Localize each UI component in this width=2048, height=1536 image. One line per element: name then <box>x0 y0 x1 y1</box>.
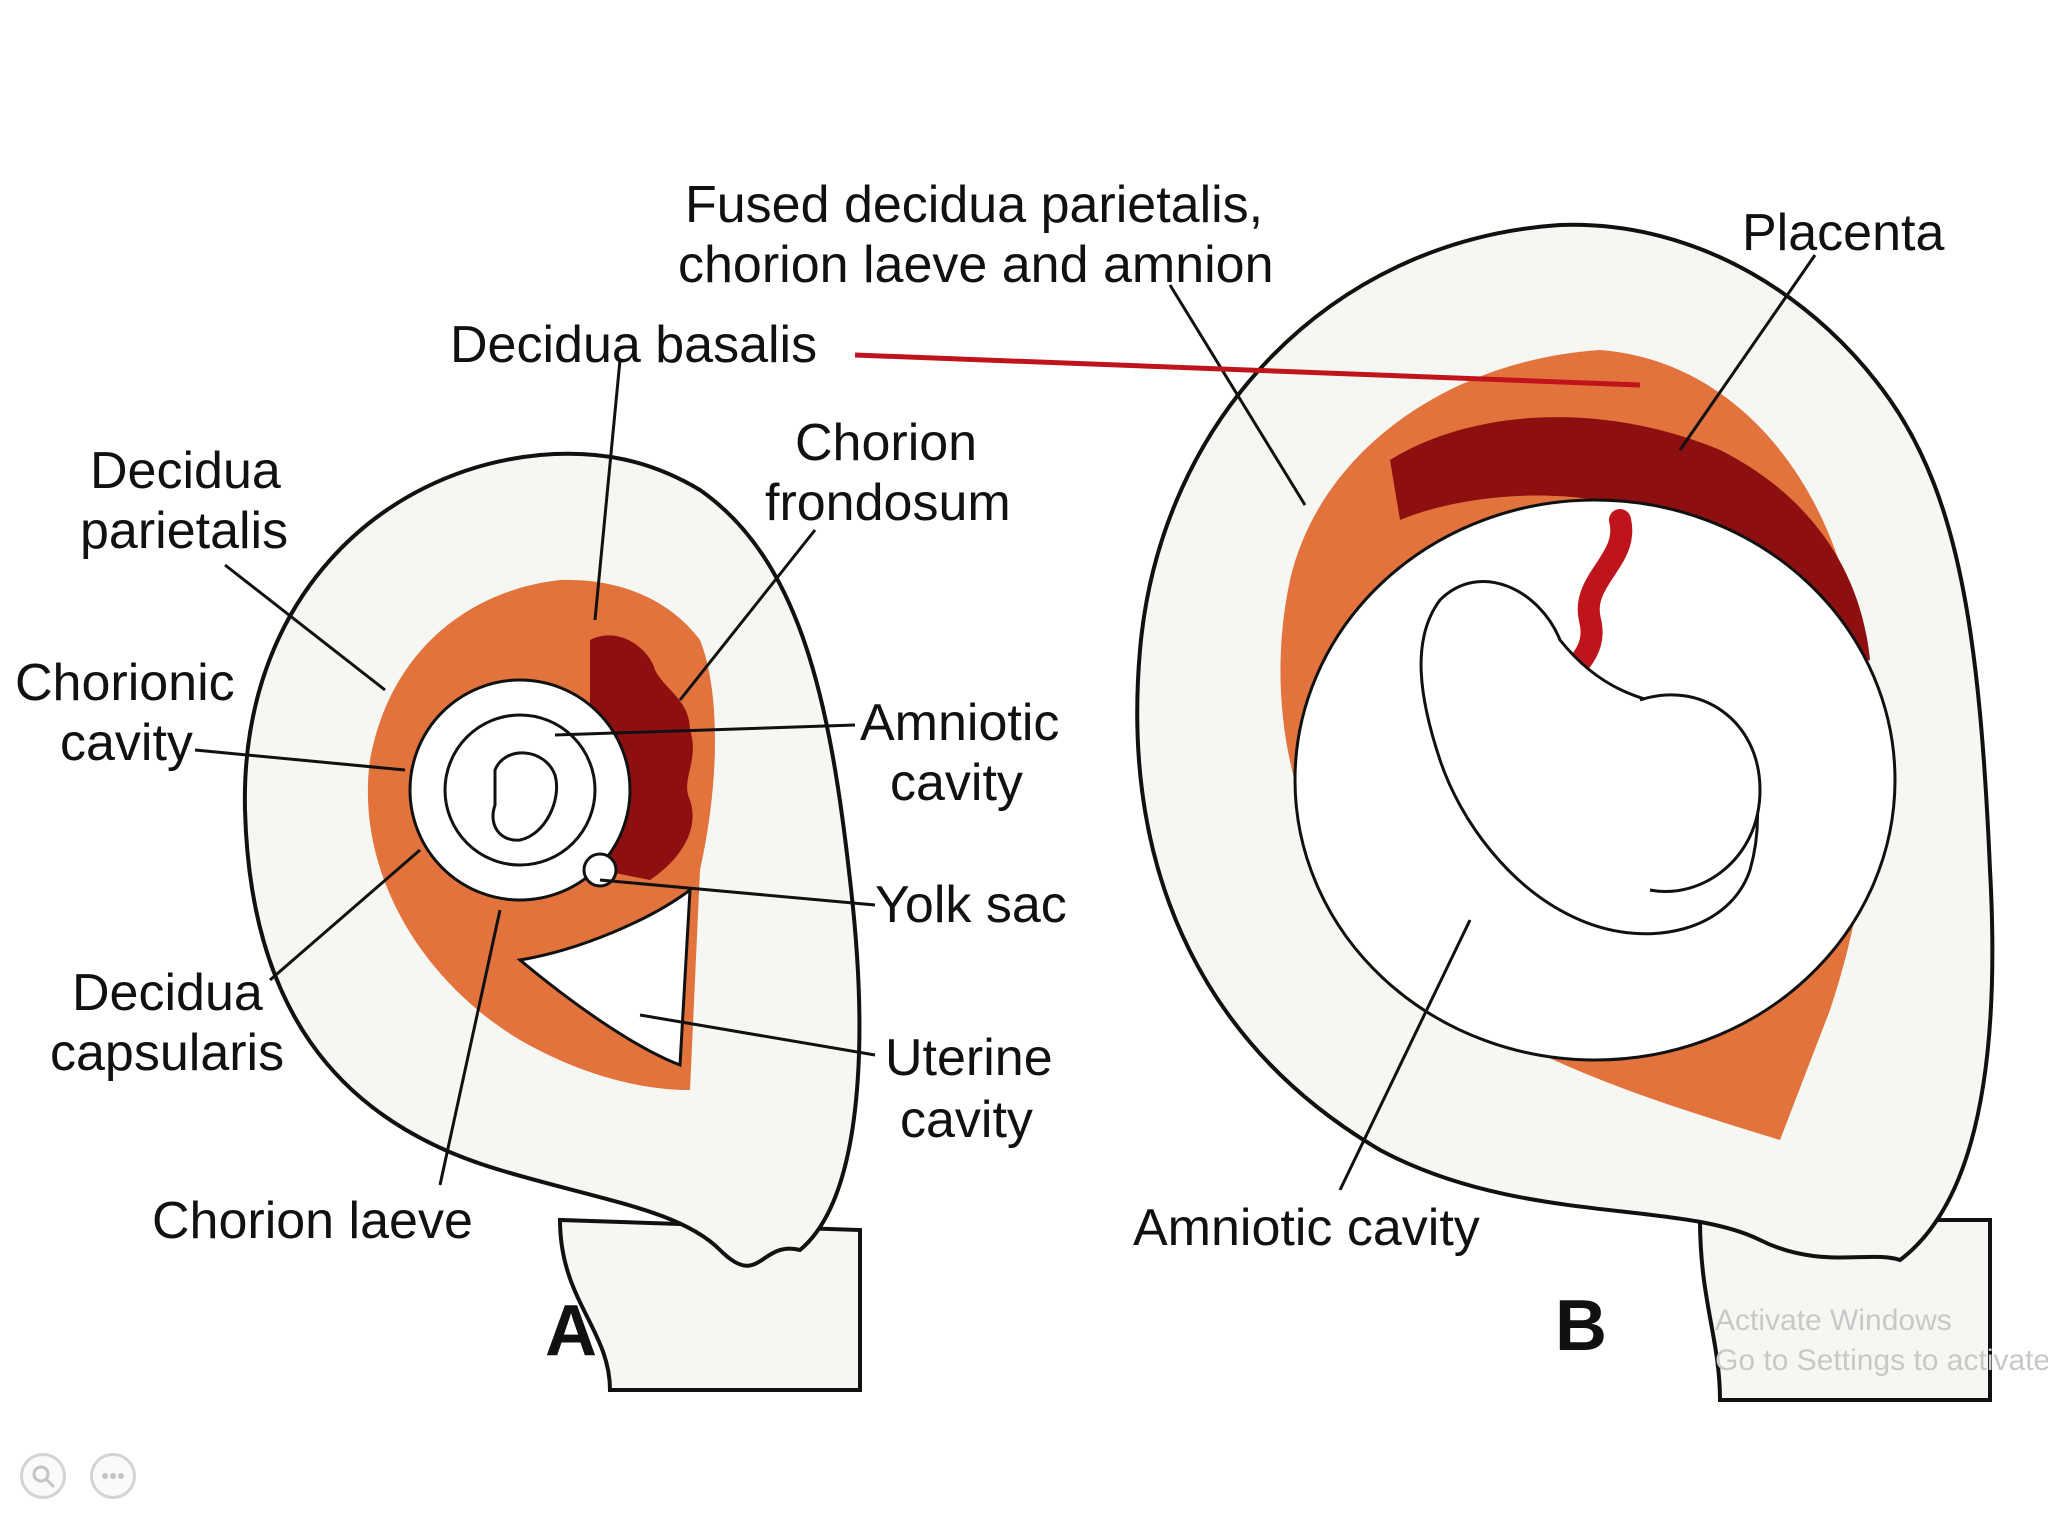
label-amniotic-cavity-a-line2: cavity <box>890 754 1023 812</box>
label-placenta: Placenta <box>1742 204 1944 262</box>
placenta-b <box>1390 417 1870 680</box>
label-fused-line2: chorion laeve and amnion <box>678 236 1274 294</box>
zoom-button[interactable] <box>20 1453 66 1499</box>
label-fused-line1: Fused decidua parietalis, <box>685 176 1263 234</box>
label-yolk-sac: Yolk sac <box>875 876 1067 934</box>
panel-label-a: A <box>545 1291 597 1371</box>
label-decidua-capsularis-line2: capsularis <box>50 1024 284 1082</box>
panel-a-uterus <box>242 451 863 1392</box>
more-options-button[interactable] <box>90 1453 136 1499</box>
label-uterine-cavity-line2: cavity <box>900 1091 1033 1149</box>
label-chorion-frondosum-line2: frondosum <box>765 474 1011 532</box>
label-uterine-cavity-line1: Uterine <box>885 1029 1053 1087</box>
watermark-line2: Go to Settings to activate W <box>1715 1344 2048 1377</box>
panel-label-b: B <box>1555 1286 1607 1366</box>
leader-lines <box>194 254 1817 1191</box>
label-chorionic-cavity-line1: Chorionic <box>15 654 235 712</box>
embryo-a <box>491 751 558 842</box>
magnifier-icon <box>32 1465 55 1488</box>
label-chorionic-cavity-line2: cavity <box>60 714 193 772</box>
ellipsis-icon <box>102 1473 124 1479</box>
fetal-head-b <box>1639 693 1762 893</box>
annotation-arrow <box>854 352 1641 388</box>
label-decidua-parietalis-line2: parietalis <box>80 502 288 560</box>
label-amniotic-cavity-b: Amniotic cavity <box>1133 1199 1480 1257</box>
label-decidua-parietalis-line1: Decidua <box>90 442 281 500</box>
yolk-sac-a <box>582 852 618 888</box>
label-amniotic-cavity-a-line1: Amniotic <box>860 694 1059 752</box>
panel-b-uterus <box>1135 222 1995 1402</box>
label-decidua-capsularis-line1: Decidua <box>72 964 263 1022</box>
label-decidua-basalis: Decidua basalis <box>450 316 817 374</box>
label-chorion-frondosum-line1: Chorion <box>795 414 977 472</box>
watermark-line1: Activate Windows <box>1715 1304 1952 1337</box>
label-chorion-laeve: Chorion laeve <box>152 1192 473 1250</box>
